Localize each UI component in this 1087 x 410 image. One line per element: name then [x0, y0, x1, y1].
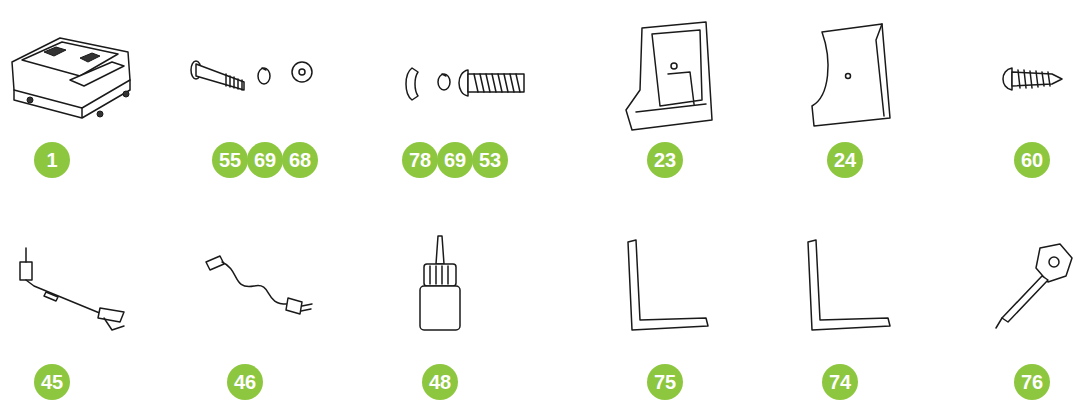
callout-circle: 53: [472, 142, 508, 178]
callout-number: 53: [479, 150, 501, 170]
hex-key: [628, 240, 890, 330]
power-cord: [206, 256, 312, 314]
callout-number: 46: [234, 372, 256, 392]
callout-circle: 45: [34, 364, 70, 400]
callout-number: 45: [41, 372, 63, 392]
callout-number: 75: [654, 372, 676, 392]
split-washer: [258, 68, 450, 90]
callout-circle: 1: [34, 142, 70, 178]
callout-number: 78: [409, 150, 431, 170]
callout-circle: 74: [822, 364, 858, 400]
long-bolt: [191, 61, 244, 90]
callout-circle: 55: [212, 142, 248, 178]
callout-circle: 60: [1014, 142, 1050, 178]
callout-number: 69: [444, 150, 466, 170]
callout-number: 1: [46, 150, 57, 170]
safety-key: [20, 248, 124, 330]
callout-circle: 78: [402, 142, 438, 178]
callout-number: 68: [289, 150, 311, 170]
bracket: [626, 22, 712, 130]
curved-washer: [406, 68, 418, 100]
callout-circle: 24: [827, 142, 863, 178]
callout-circle: 46: [227, 364, 263, 400]
flat-washer: [292, 62, 312, 82]
callout-circle: 76: [1014, 364, 1050, 400]
callout-circle: 23: [647, 142, 683, 178]
callout-number: 23: [654, 150, 676, 170]
callout-number: 76: [1021, 372, 1043, 392]
button-bolt: [459, 70, 524, 96]
callout-circle: 48: [422, 364, 458, 400]
callout-circle: 69: [247, 142, 283, 178]
multi-tool: [996, 244, 1072, 328]
callout-circle: 69: [437, 142, 473, 178]
callout-number: 69: [254, 150, 276, 170]
callout-circle: 68: [282, 142, 318, 178]
callout-number: 74: [829, 372, 851, 392]
callout-number: 55: [219, 150, 241, 170]
callout-number: 48: [429, 372, 451, 392]
end-cover: [812, 24, 890, 126]
treadmill-base: [12, 38, 130, 118]
callout-circle: 75: [647, 364, 683, 400]
self-tapping-screw: [1003, 68, 1062, 90]
callout-number: 60: [1021, 150, 1043, 170]
callout-number: 24: [834, 150, 856, 170]
lubricant-bottle: [420, 236, 460, 330]
